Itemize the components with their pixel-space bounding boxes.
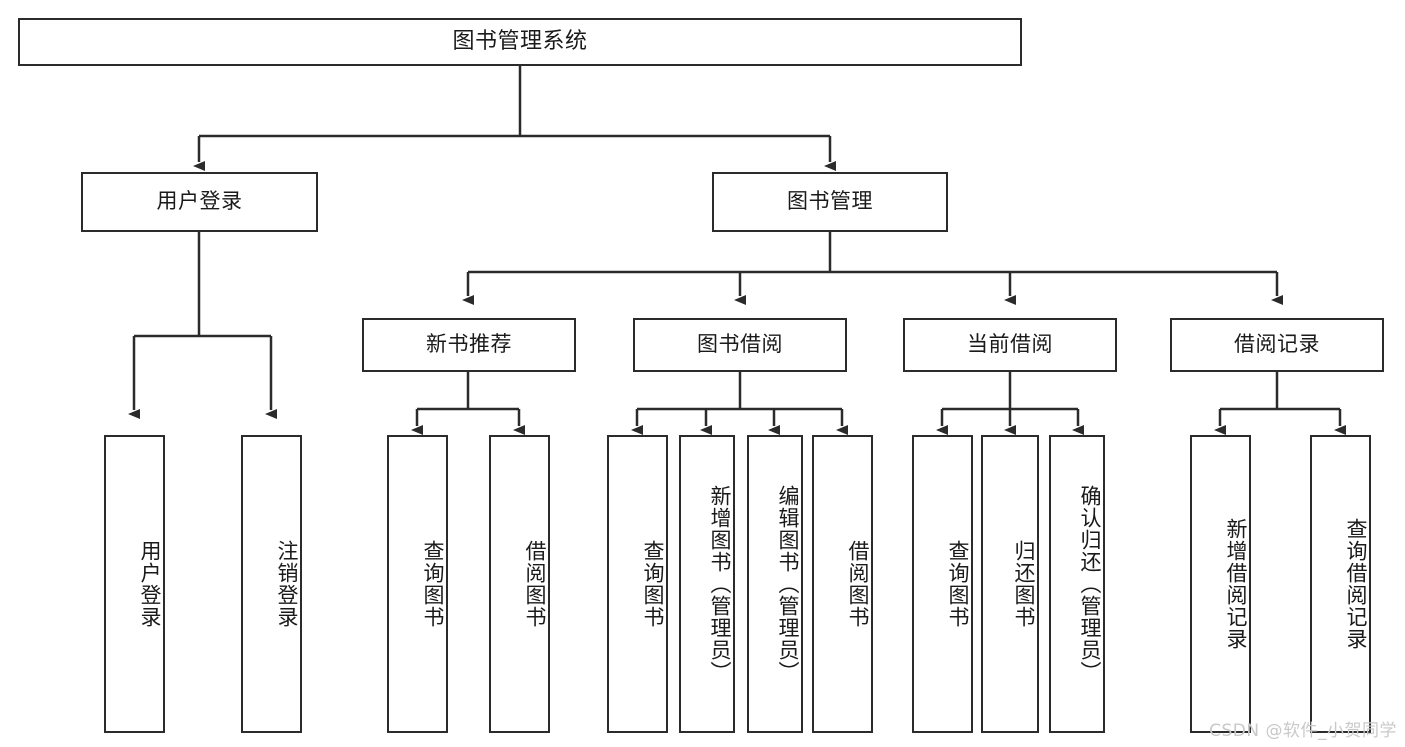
leaf-label: 确认归还（管理员） (1078, 485, 1102, 683)
leaf-label: 查询图书 (641, 540, 665, 628)
leaf-label: 借阅图书 (846, 540, 870, 628)
leaf-borrow-add-book-admin[interactable]: 新增图书（管理员） (679, 435, 735, 733)
node-root-system[interactable]: 图书管理系统 (18, 18, 1022, 66)
leaf-recommend-query-book[interactable]: 查询图书 (387, 435, 448, 733)
leaf-label: 注销登录 (275, 540, 299, 628)
node-new-book-recommend[interactable]: 新书推荐 (362, 318, 576, 372)
leaf-label: 新增图书（管理员） (708, 485, 732, 683)
leaf-label: 新增借阅记录 (1224, 518, 1248, 650)
leaf-label: 用户登录 (138, 540, 162, 628)
node-user-login[interactable]: 用户登录 (81, 172, 318, 232)
leaf-record-add-borrow-record[interactable]: 新增借阅记录 (1190, 435, 1251, 733)
leaf-record-query-borrow-record[interactable]: 查询借阅记录 (1310, 435, 1371, 733)
leaf-label: 查询图书 (421, 540, 445, 628)
leaf-user-logout[interactable]: 注销登录 (241, 435, 302, 733)
leaf-borrow-query-book[interactable]: 查询图书 (607, 435, 668, 733)
leaf-label: 借阅图书 (523, 540, 547, 628)
leaf-current-return-book[interactable]: 归还图书 (981, 435, 1039, 733)
node-book-borrow[interactable]: 图书借阅 (633, 318, 847, 372)
leaf-label: 编辑图书（管理员） (776, 485, 800, 683)
leaf-label: 查询图书 (946, 540, 970, 628)
node-current-borrow[interactable]: 当前借阅 (903, 318, 1117, 372)
leaf-current-confirm-return-admin[interactable]: 确认归还（管理员） (1049, 435, 1105, 733)
node-book-management[interactable]: 图书管理 (712, 172, 948, 232)
leaf-user-login[interactable]: 用户登录 (104, 435, 165, 733)
leaf-borrow-borrow-book[interactable]: 借阅图书 (812, 435, 873, 733)
csdn-watermark: CSDN @软件_小贺同学 (1209, 721, 1397, 741)
node-borrow-record[interactable]: 借阅记录 (1170, 318, 1384, 372)
leaf-recommend-borrow-book[interactable]: 借阅图书 (489, 435, 550, 733)
leaf-current-query-book[interactable]: 查询图书 (912, 435, 973, 733)
leaf-label: 归还图书 (1012, 540, 1036, 628)
leaf-label: 查询借阅记录 (1344, 518, 1368, 650)
leaf-borrow-edit-book-admin[interactable]: 编辑图书（管理员） (747, 435, 803, 733)
